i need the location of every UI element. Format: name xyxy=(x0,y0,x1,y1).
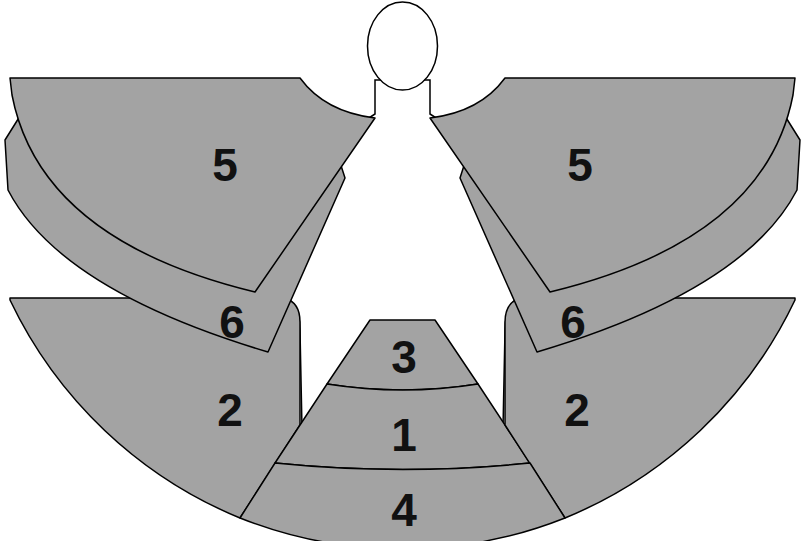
region-outline xyxy=(10,298,300,518)
region-shape xyxy=(428,76,797,294)
region-outline xyxy=(327,320,478,390)
region-number: 6 xyxy=(560,299,586,345)
region-number: 5 xyxy=(567,142,593,188)
body-region: 3 xyxy=(325,318,480,392)
region-outline xyxy=(430,78,795,292)
region-outline xyxy=(240,463,565,541)
region-number: 4 xyxy=(391,487,417,533)
body-region: 1 xyxy=(273,382,532,472)
region-outline xyxy=(10,78,375,292)
region-number: 5 xyxy=(212,142,238,188)
region-number: 1 xyxy=(391,412,417,458)
region-number: 3 xyxy=(391,334,417,380)
region-outline xyxy=(275,384,530,470)
region-number: 2 xyxy=(564,387,590,433)
body-region: 5 xyxy=(8,76,377,294)
region-number: 2 xyxy=(217,387,243,433)
region-shape xyxy=(8,76,377,294)
head-outline xyxy=(368,2,438,90)
body-region: 5 xyxy=(428,76,797,294)
region-number: 6 xyxy=(219,299,245,345)
body-region: 4 xyxy=(238,461,567,541)
region-outline xyxy=(505,298,795,518)
